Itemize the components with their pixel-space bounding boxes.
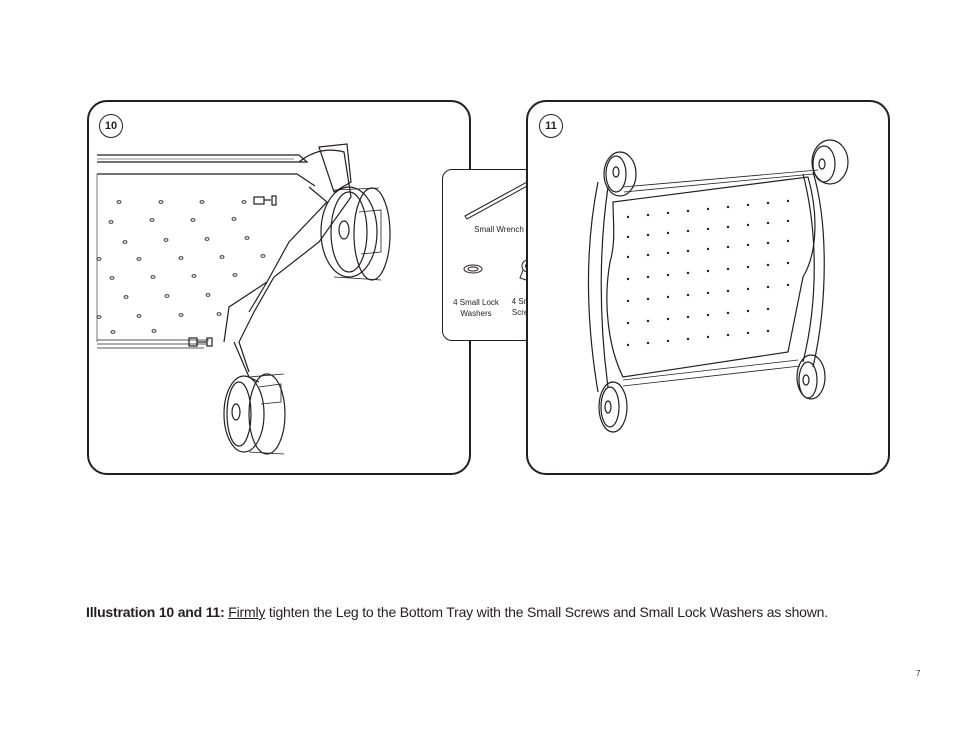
small-screws-label: 4 Small Screws bbox=[511, 297, 539, 317]
caption-emphasis: Firmly bbox=[228, 604, 266, 620]
washer-icon bbox=[463, 264, 483, 274]
wrench-icon bbox=[464, 179, 535, 220]
illustration-number-badge: 10 bbox=[99, 114, 123, 138]
page-number: 7 bbox=[916, 669, 921, 678]
illustration-11-drawing bbox=[587, 139, 849, 433]
illustration-10-drawing bbox=[96, 143, 391, 455]
illustration-10-panel: 10 bbox=[87, 100, 471, 475]
illustration-11-panel: 11 bbox=[526, 100, 890, 475]
caption-text: tighten the Leg to the Bottom Tray with … bbox=[268, 604, 828, 620]
illustration-number-badge: 11 bbox=[539, 114, 563, 138]
instruction-caption: Illustration 10 and 11: Firmly tighten t… bbox=[86, 603, 906, 621]
small-wrench-label: Small Wrench bbox=[474, 225, 524, 234]
lock-washers-label: 4 Small Lock Washers bbox=[453, 298, 499, 318]
caption-lead: Illustration 10 and 11: bbox=[86, 604, 225, 620]
